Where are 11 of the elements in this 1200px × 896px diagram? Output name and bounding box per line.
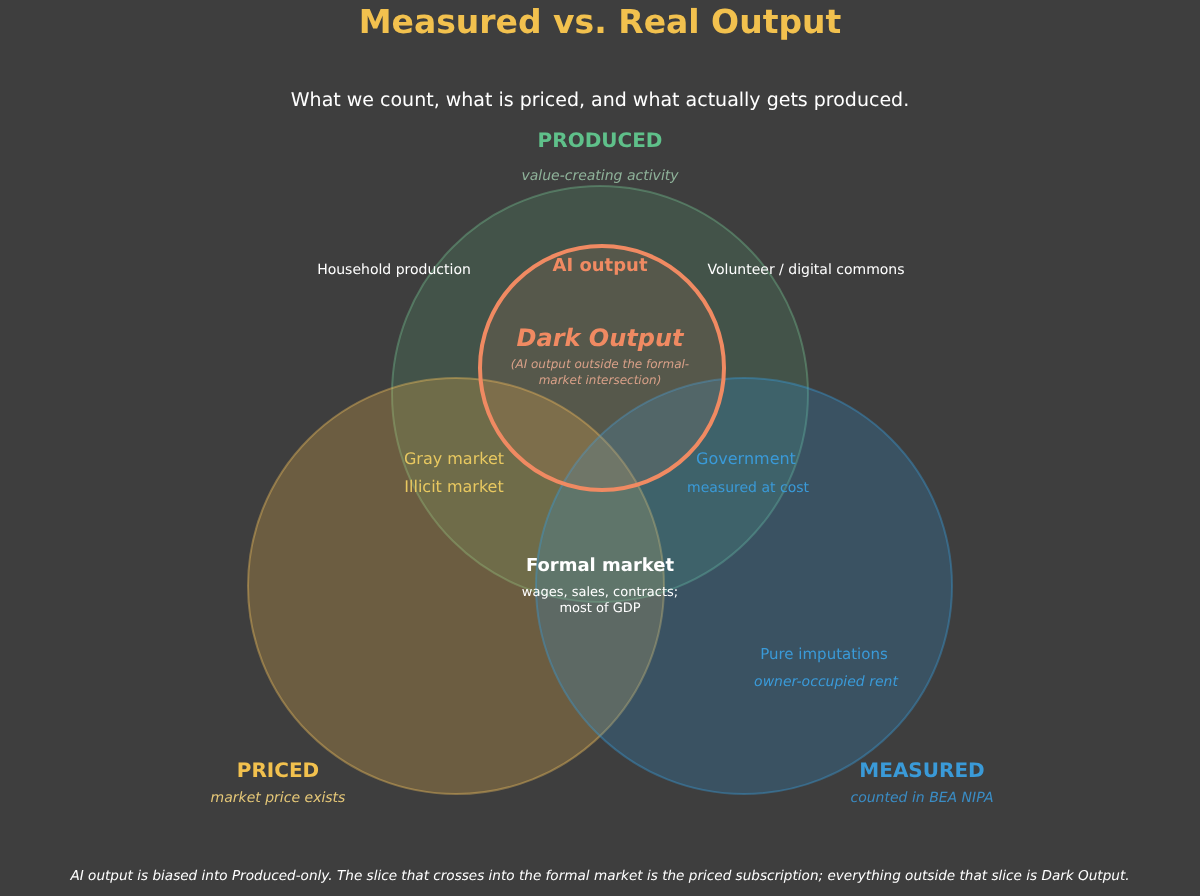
circle-title: Dark Output	[516, 322, 684, 356]
region-label: Illicit market	[404, 476, 504, 500]
region-label: Gray market	[403, 448, 505, 472]
circle-heading: PRICED	[236, 759, 320, 787]
circle-heading: PRODUCED	[537, 129, 663, 157]
diagram-title: Measured vs. Real Output	[358, 1, 842, 46]
circle-heading: MEASURED	[859, 759, 985, 787]
subtitle: What we count, what is priced, and what actually gets produced.	[290, 87, 910, 116]
circle-heading: AI output	[552, 254, 648, 281]
region-label: Formal market	[525, 554, 675, 581]
region-label: Government	[696, 448, 796, 472]
